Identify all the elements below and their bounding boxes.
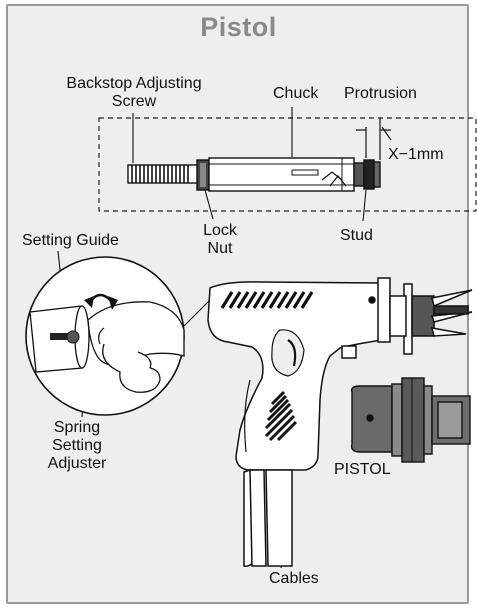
label-cables: Cables bbox=[269, 570, 319, 587]
cable-right bbox=[265, 469, 293, 567]
label-protrusion-value: X−1mm bbox=[388, 146, 444, 163]
label-spring-line2: Setting bbox=[52, 437, 102, 454]
diagram-title: Pistol bbox=[200, 12, 277, 42]
chuck-body bbox=[208, 157, 355, 192]
label-backstop-line2: Screw bbox=[111, 93, 157, 110]
spare-chuck-part bbox=[350, 377, 471, 463]
label-chuck: Chuck bbox=[273, 85, 319, 102]
pistol-body bbox=[207, 277, 473, 567]
label-stud: Stud bbox=[340, 227, 373, 244]
grip-vents bbox=[264, 390, 298, 442]
label-setting-guide: Setting Guide bbox=[22, 232, 119, 249]
label-lock-nut-line1: Lock bbox=[203, 222, 237, 239]
screw-thread bbox=[131, 165, 189, 183]
label-spring-line3: Adjuster bbox=[47, 455, 107, 472]
stud bbox=[363, 159, 375, 190]
label-spring-line1: Spring bbox=[53, 419, 101, 436]
label-backstop-line1: Backstop Adjusting bbox=[66, 75, 202, 92]
magnifier-circle bbox=[25, 256, 185, 416]
chuck-assembly bbox=[127, 157, 381, 192]
label-protrusion: Protrusion bbox=[344, 85, 417, 102]
body-vents bbox=[220, 291, 314, 309]
label-lock-nut: Lock Nut bbox=[196, 222, 244, 258]
pistol-housing bbox=[207, 281, 383, 471]
label-pistol: PISTOL bbox=[334, 461, 391, 478]
detail-box bbox=[98, 117, 477, 212]
label-spring-adjuster: Spring Setting Adjuster bbox=[38, 419, 116, 473]
label-lock-nut-line2: Nut bbox=[207, 240, 233, 257]
label-backstop: Backstop Adjusting Screw bbox=[50, 75, 218, 111]
protrusion-indicator bbox=[356, 118, 392, 160]
